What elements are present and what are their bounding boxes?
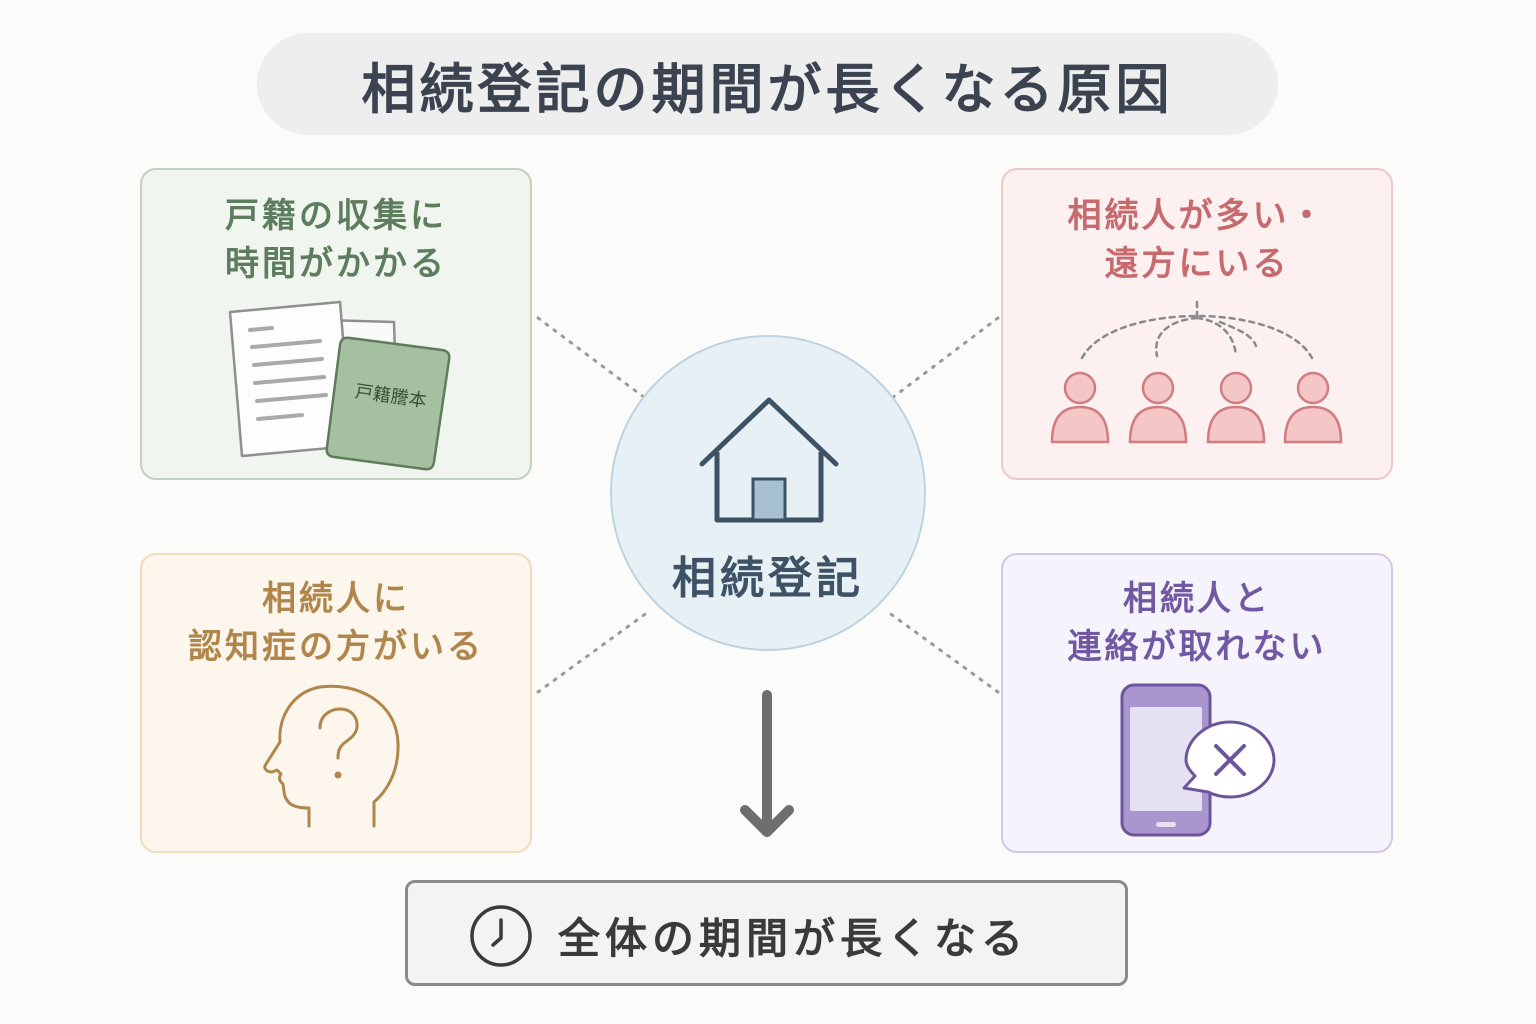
page-title: 相続登記の期間が長くなる原因 <box>361 57 1174 121</box>
cause-card-no-contact: 相続人と 連絡が取れない <box>1001 553 1393 853</box>
result-box: 全体の期間が長くなる <box>405 880 1128 986</box>
clock-icon <box>470 905 532 967</box>
cause-label-no-contact: 相続人と 連絡が取れない <box>1067 579 1327 667</box>
cause-card-many-heirs: 相続人が多い・ 遠方にいる <box>1001 168 1393 480</box>
connector-top-left <box>536 316 647 400</box>
person-icon-4 <box>1283 371 1343 444</box>
connector-bottom-left <box>536 610 650 694</box>
person-icon-2 <box>1128 371 1188 444</box>
head-question-icon <box>263 684 400 828</box>
house-icon <box>699 397 839 523</box>
connector-bottom-right <box>886 610 1000 694</box>
people-icon <box>1050 300 1343 444</box>
person-icon-3 <box>1206 371 1266 444</box>
phone-x-icon <box>1120 683 1276 837</box>
cause-label-documents: 戸籍の収集に 時間がかかる <box>225 196 447 284</box>
document-icon: 戸籍謄本 <box>228 300 451 471</box>
cause-card-documents: 戸籍の収集に 時間がかかる 戸籍謄本 <box>140 168 532 480</box>
cause-card-dementia: 相続人に 認知症の方がいる <box>140 553 532 853</box>
cause-label-many-heirs: 相続人が多い・ 遠方にいる <box>1067 196 1327 284</box>
cause-label-dementia: 相続人に 認知症の方がいる <box>188 579 484 667</box>
center-label: 相続登記 <box>672 553 864 604</box>
connector-top-right <box>890 316 1000 400</box>
result-label: 全体の期間が長くなる <box>558 914 1029 963</box>
person-icon-1 <box>1050 371 1110 444</box>
center-node: 相続登記 <box>610 335 926 651</box>
title-banner: 相続登記の期間が長くなる原因 <box>257 33 1278 135</box>
